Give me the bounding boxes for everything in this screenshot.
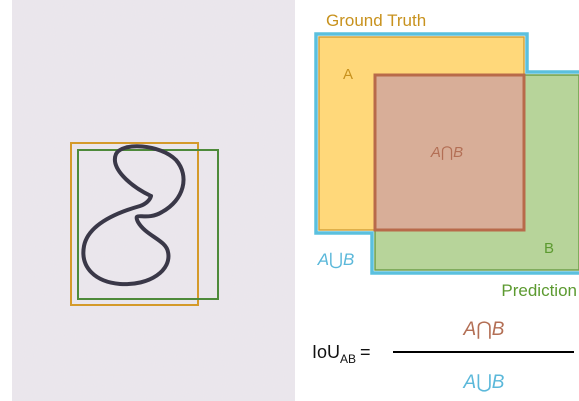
union-outline [314, 32, 579, 275]
ground-truth-label: Ground Truth [326, 11, 426, 30]
iou-formula: IoUAB = A⋂B A⋃B [312, 319, 574, 393]
box-b-label: B [544, 240, 554, 257]
paper-texture [12, 0, 295, 401]
venn-diagram: Ground Truth A B A⋂B A⋃B Prediction [314, 11, 579, 300]
box-a-label: A [343, 66, 353, 83]
formula-lhs-main: IoU [312, 342, 340, 362]
prediction-label: Prediction [501, 281, 577, 300]
formula-lhs-subscript: AB [340, 352, 356, 366]
handwritten-digit-stroke [81, 144, 186, 287]
intersection-label: A⋂B [430, 144, 463, 161]
intersection-region [373, 73, 526, 232]
formula-numerator: A⋂B [463, 319, 505, 340]
formula-denominator: A⋃B [463, 372, 505, 393]
ground-truth-box [70, 142, 199, 306]
formula-equals: = [360, 342, 371, 362]
formula-lhs: IoUAB = [312, 342, 371, 366]
union-label: A⋃B [317, 250, 355, 269]
digit-photo [12, 0, 295, 401]
prediction-box [77, 149, 219, 300]
